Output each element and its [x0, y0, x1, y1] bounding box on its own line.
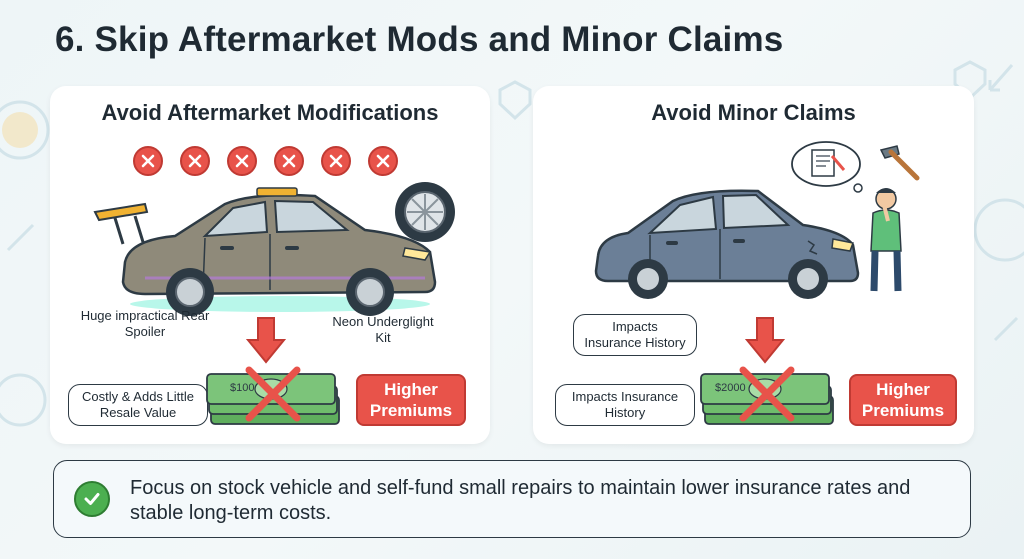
- insurance-history-bubble-lower: Impacts Insurance History: [555, 384, 695, 426]
- x-icon: [227, 146, 257, 176]
- check-icon: [74, 481, 110, 517]
- arrow-icon: [988, 64, 1014, 92]
- down-arrow-icon: [745, 317, 785, 364]
- coin-icon: [0, 373, 47, 427]
- panel-heading: Avoid Aftermarket Modifications: [101, 100, 439, 125]
- higher-premiums-badge: Higher Premiums: [849, 374, 957, 426]
- summary-callout: Focus on stock vehicle and self-fund sma…: [53, 460, 971, 538]
- money-stack-illustration: $100: [205, 366, 343, 430]
- x-icon: [180, 146, 210, 176]
- insurance-history-bubble-upper: Impacts Insurance History: [573, 314, 697, 356]
- x-icon: [321, 146, 351, 176]
- summary-text: Focus on stock vehicle and self-fund sma…: [130, 477, 911, 524]
- coin-icon: [973, 198, 1024, 262]
- shield-icon: [498, 80, 532, 121]
- higher-premiums-badge: Higher Premiums: [356, 374, 466, 426]
- coin-icon: [2, 112, 38, 148]
- panel-aftermarket-mods: Avoid Aftermarket Modifications: [50, 86, 490, 444]
- modified-car-illustration: [93, 182, 455, 316]
- page-title: 6. Skip Aftermarket Mods and Minor Claim…: [55, 20, 784, 59]
- x-badge-row: [133, 146, 398, 176]
- hammer-icon: [879, 145, 920, 181]
- coin-icon: [0, 100, 50, 160]
- x-icon: [368, 146, 398, 176]
- down-arrow-icon: [246, 317, 286, 364]
- panel-minor-claims: Avoid Minor Claims Impacts Insurance His…: [533, 86, 974, 444]
- money-note-label: $2000: [715, 382, 746, 394]
- money-note-label: $100: [230, 382, 255, 394]
- x-icon: [133, 146, 163, 176]
- x-icon: [274, 146, 304, 176]
- arrow-icon: [993, 316, 1019, 342]
- panel-heading: Avoid Minor Claims: [651, 100, 856, 125]
- spoiler-label: Huge impractical Rear Spoiler: [80, 308, 210, 339]
- underglow-label: Neon Underglight Kit: [332, 314, 434, 345]
- money-stack-illustration: $2000: [699, 366, 837, 430]
- cost-bubble: Costly & Adds Little Resale Value: [68, 384, 208, 426]
- minor-damage-car-illustration: [594, 188, 902, 299]
- thought-bubble-icon: [791, 141, 863, 193]
- arrow-icon: [6, 223, 35, 252]
